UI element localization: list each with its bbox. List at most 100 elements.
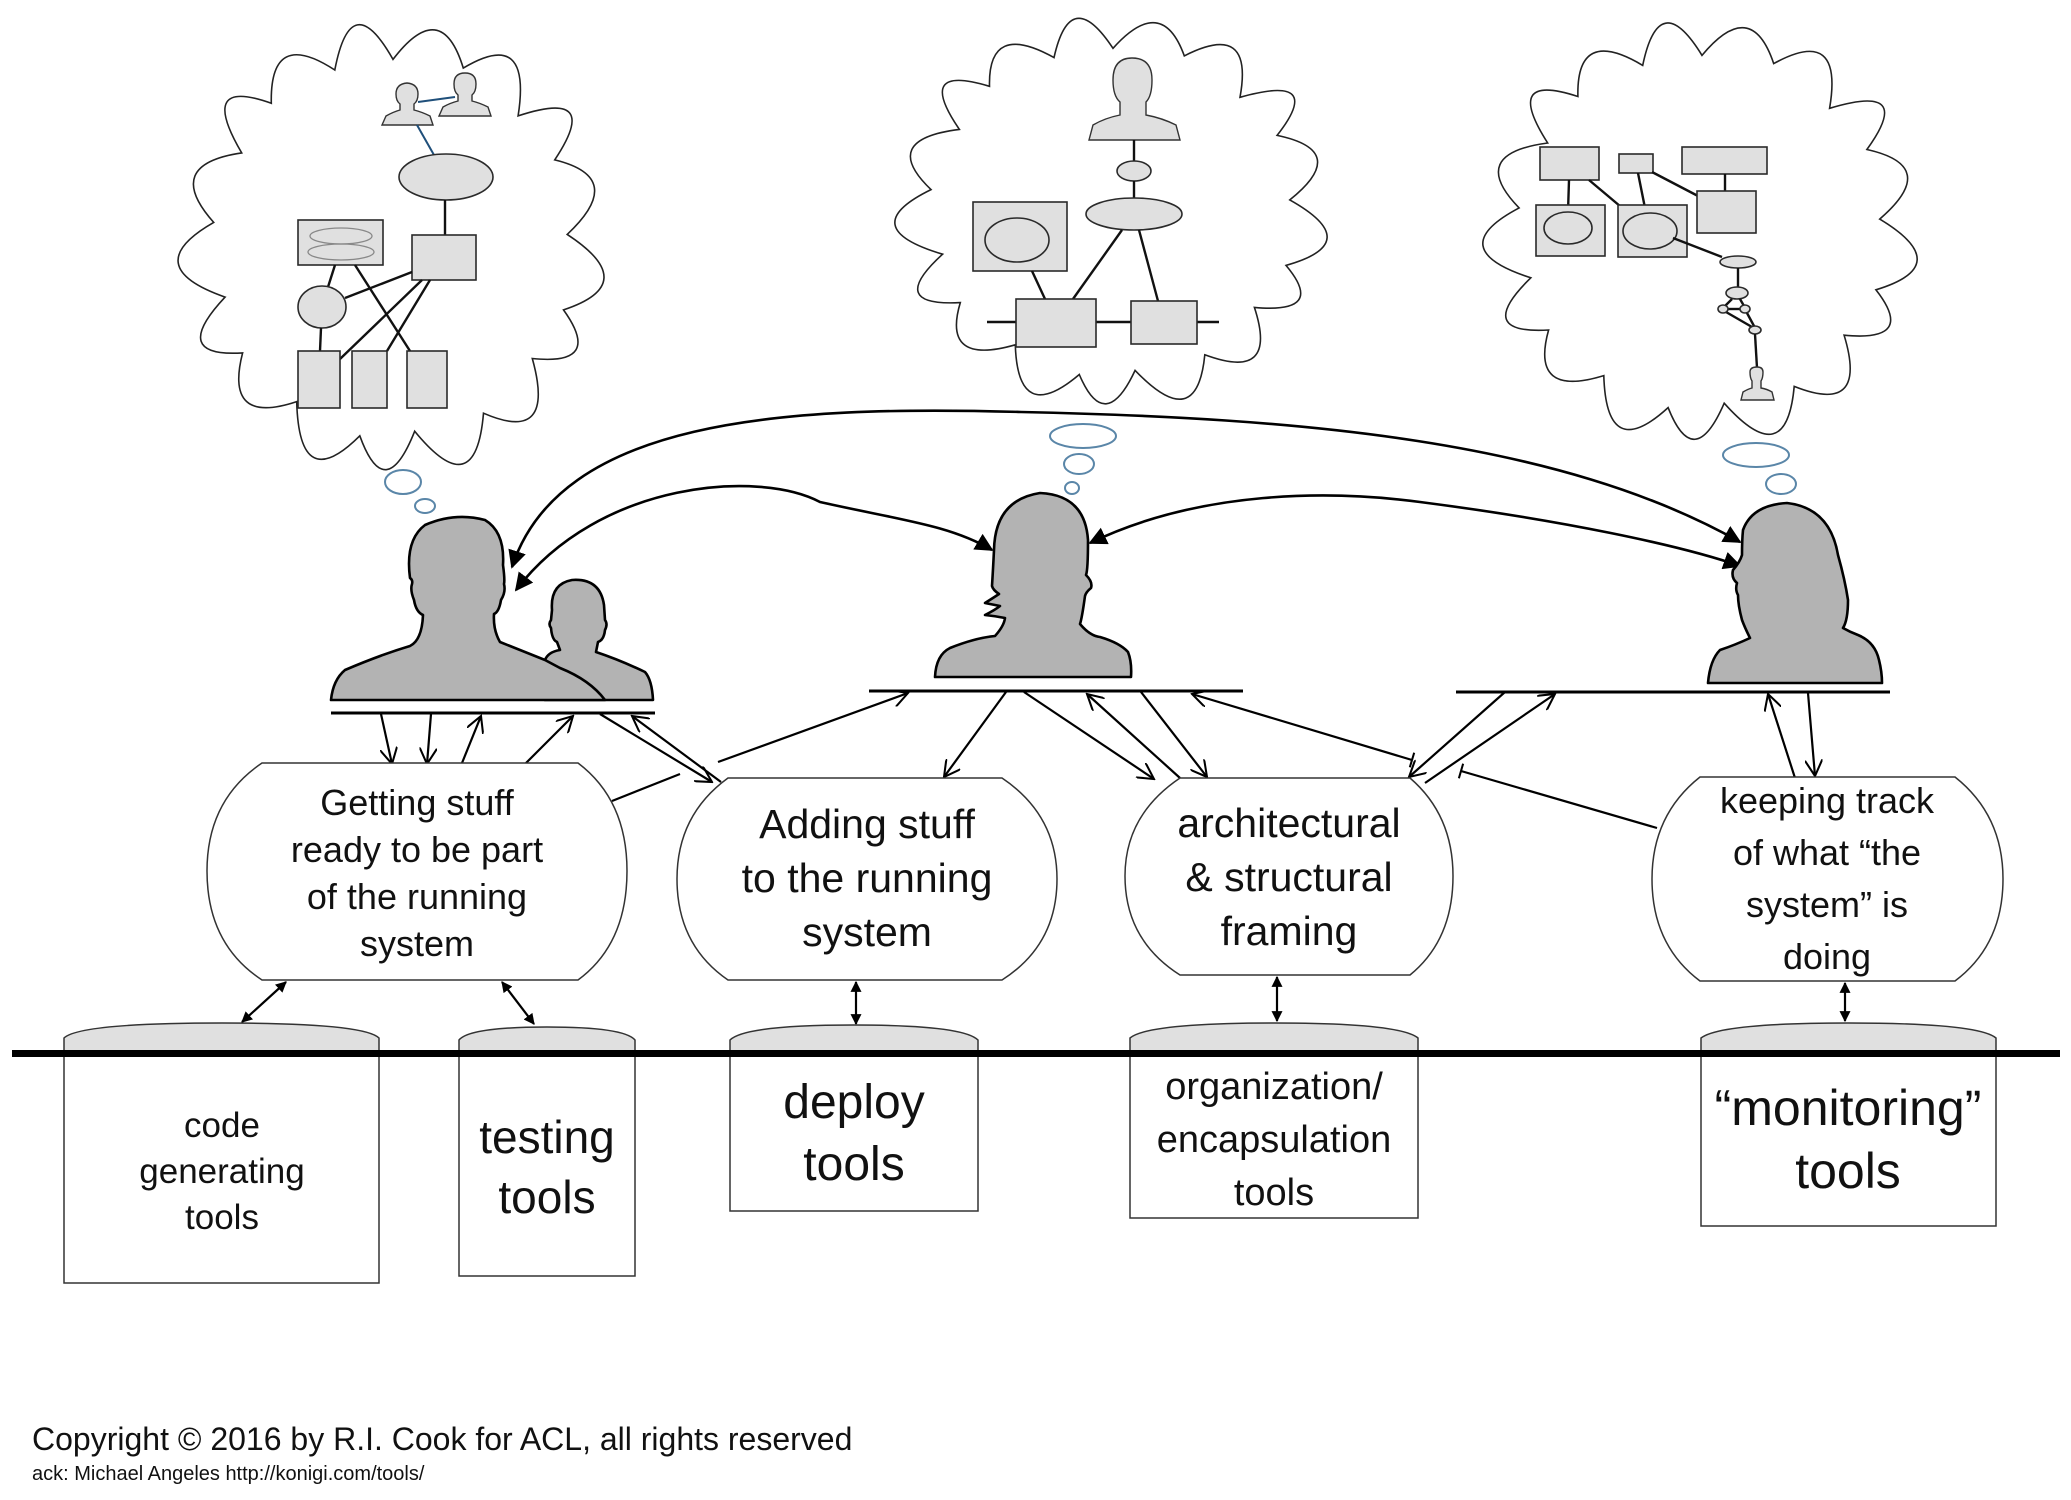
activity-box-getting-ready[interactable] — [206, 762, 628, 981]
label-line: system” is — [1746, 884, 1908, 925]
label-line: ready to be part — [291, 829, 543, 870]
label-line: deploy — [783, 1076, 924, 1129]
component-rect — [297, 350, 341, 409]
label-line: doing — [1783, 936, 1871, 977]
acknowledgement-text: ack: Michael Angeles http://konigi.com/t… — [32, 1463, 425, 1485]
component-rect — [1696, 190, 1757, 234]
connector — [344, 270, 413, 300]
activity-box-framing[interactable] — [1124, 777, 1454, 976]
component-circle — [297, 285, 347, 329]
label-line: code — [184, 1106, 260, 1145]
team-of-two — [329, 515, 655, 715]
node-ellipse — [1719, 255, 1757, 269]
arrow-framing-to-developer — [1087, 694, 1181, 779]
connector — [385, 279, 432, 352]
person-silhouette-icon — [1706, 501, 1884, 685]
arrow-getting-ready-to-developer — [717, 693, 908, 764]
operator — [1456, 501, 1890, 694]
label-line: Getting stuff — [320, 782, 514, 823]
connector — [1725, 310, 1753, 329]
thought-bubble-icon — [1049, 423, 1117, 449]
relation-line — [416, 124, 435, 156]
inner-ellipse — [307, 243, 375, 261]
label-line: system — [802, 909, 932, 955]
activity-box-adding[interactable] — [676, 777, 1058, 981]
person-silhouette-icon — [933, 491, 1133, 679]
node-ellipse — [1739, 304, 1751, 314]
node-ellipse — [1725, 286, 1749, 300]
tool-cap — [729, 1024, 979, 1054]
arrow-operator-to-framing — [1409, 691, 1506, 777]
connector — [1672, 236, 1723, 259]
connector — [1030, 270, 1047, 300]
activity-label-adding: Adding stuff to the running system — [742, 801, 993, 955]
arrow-getting-ready-to-developer — [611, 772, 681, 803]
component-ellipse — [1116, 160, 1152, 182]
arc-developer-operator — [1088, 494, 1742, 570]
tool-box — [63, 1054, 380, 1284]
activities: Getting stuff ready to be part of the runn… — [206, 762, 2004, 982]
arrow-tracking-to-framing-inhibit — [1457, 763, 1658, 830]
label-line: of the running — [307, 876, 527, 917]
line-of-representation — [12, 1050, 2060, 1057]
connector — [1072, 229, 1123, 300]
label-line: Adding stuff — [759, 801, 975, 847]
mini-person-icon — [437, 72, 492, 117]
arrow-developer-to-framing — [1140, 691, 1207, 777]
component-rect — [1130, 300, 1198, 345]
thought-bubble-icon — [384, 469, 422, 495]
inner-ellipse — [1543, 211, 1593, 245]
mental-model-monitoring — [1482, 22, 1918, 495]
arc-team-operator — [508, 409, 1742, 569]
thought-bubble-icon — [1064, 481, 1080, 495]
inner-ellipse — [984, 217, 1050, 263]
component-rect — [1681, 146, 1768, 175]
label-line: tools — [498, 1171, 595, 1223]
component-ellipse — [1085, 197, 1183, 231]
tool-box — [458, 1054, 636, 1277]
cloud-thought-icon — [177, 24, 605, 471]
component-ellipse — [398, 153, 494, 201]
label-line: of what “the — [1733, 832, 1921, 873]
label-line: encapsulation — [1157, 1119, 1392, 1161]
mini-person-icon — [380, 82, 434, 126]
connector — [353, 264, 412, 352]
tool-monitoring[interactable]: “monitoring”tools — [1700, 1022, 1997, 1227]
label-line: testing — [479, 1111, 615, 1163]
label-line: keeping track — [1720, 780, 1935, 821]
inner-ellipse — [1622, 212, 1678, 250]
activity-box-tracking[interactable] — [1651, 776, 2004, 982]
connector — [1745, 312, 1756, 327]
label-line: to the running — [742, 855, 993, 901]
developer — [869, 491, 1243, 693]
label-line: & structural — [1185, 854, 1392, 900]
label-line: system — [360, 923, 474, 964]
tool-cap — [1700, 1022, 1997, 1054]
connector — [318, 327, 323, 352]
tool-cap — [1129, 1022, 1419, 1054]
label-line: tools — [1795, 1143, 1901, 1199]
label-line: architectural — [1177, 800, 1400, 846]
arrow-operator-to-tracking — [1808, 692, 1815, 776]
tool-testing[interactable]: testing tools — [458, 1026, 636, 1277]
label-line: tools — [185, 1198, 259, 1237]
arrow-from-getting-ready — [460, 716, 481, 764]
copyright-text: Copyright © 2016 by R.I. Cook for ACL, a… — [32, 1421, 852, 1457]
label-line: tools — [1234, 1172, 1314, 1214]
arrow-team-to-adding — [599, 713, 712, 782]
connector — [1651, 170, 1699, 198]
node-ellipse — [1748, 325, 1762, 335]
mini-person-icon — [1740, 366, 1775, 401]
arrow-developer-to-framing — [1023, 691, 1154, 779]
small-person-silhouette-icon — [543, 578, 655, 702]
mini-person-icon — [1088, 57, 1181, 141]
connector-getting-ready-testing — [501, 981, 535, 1025]
